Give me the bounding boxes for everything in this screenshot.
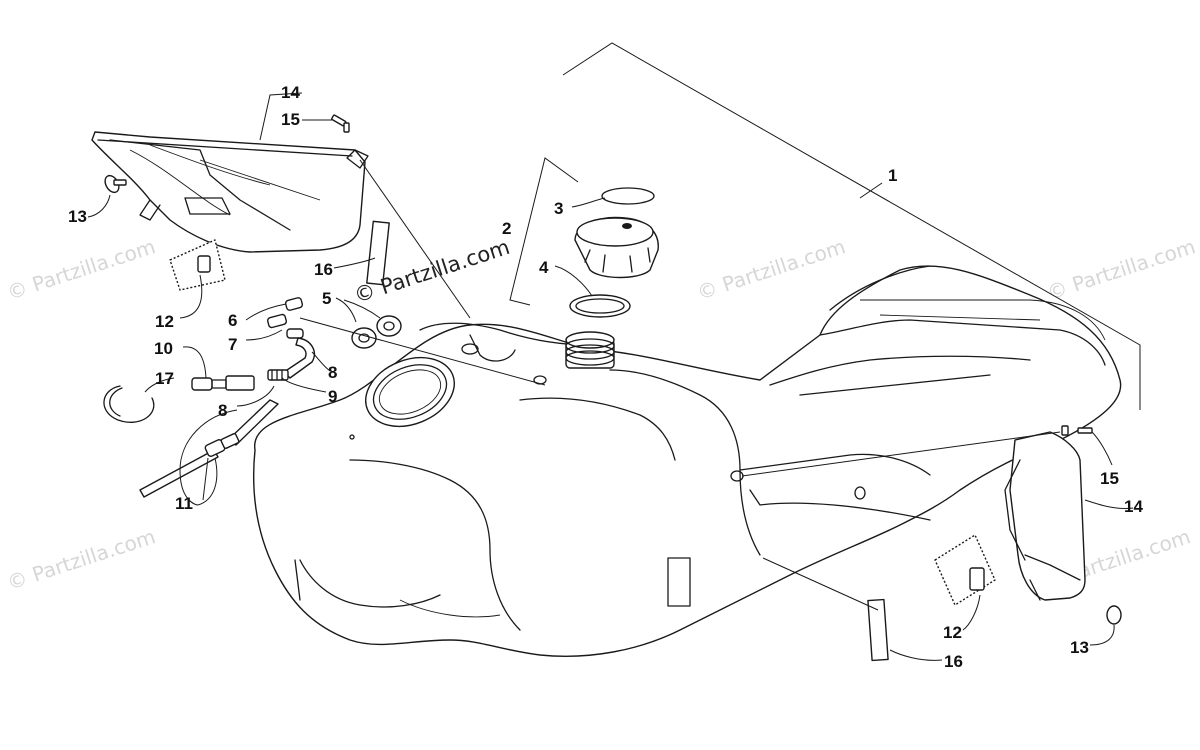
callout-1: 1 [888,166,897,185]
callout-14: 14 [1124,497,1143,516]
fuel-filter [204,433,240,457]
cap-seal-ring [601,187,655,205]
push-rivet [1106,605,1122,625]
callout-6: 6 [228,311,237,330]
subassembly-bracket [509,157,579,306]
push-rivet [104,174,127,194]
foam-pad [867,598,889,662]
callout-14: 14 [281,83,300,102]
spring-clip [103,385,155,423]
watermark: © Partzilla.com [694,234,848,305]
mount-hole [854,486,866,500]
foam-pad [366,220,390,286]
gas-cap [574,216,659,279]
right-side-panel [1004,431,1086,601]
callout-9: 9 [328,387,337,406]
callout-2: 2 [502,219,511,238]
screw [331,114,350,133]
callout-labels: 1 2 3 4 5 6 7 8 8 9 10 11 12 12 13 13 14… [68,83,1143,671]
callout-13: 13 [68,207,87,226]
callout-15: 15 [1100,469,1119,488]
leader-lines [87,92,1134,661]
callout-17: 17 [155,369,174,388]
callout-10: 10 [154,339,173,358]
callout-3: 3 [554,199,563,218]
assembly-bracket [562,42,1141,410]
watermark: © Partzilla.com [4,524,158,595]
callout-15: 15 [281,110,300,129]
callout-12: 12 [943,623,962,642]
gasket [569,294,631,318]
filler-neck [565,331,615,369]
callout-16: 16 [944,652,963,671]
callout-4: 4 [539,258,549,277]
callout-7: 7 [228,335,237,354]
connector [191,375,255,391]
callout-13: 13 [1070,638,1089,657]
callout-5: 5 [322,289,331,308]
watermark: © Partzilla.com [4,234,158,305]
callout-12: 12 [155,312,174,331]
tank-pad [667,557,691,607]
watermark: © Partzilla.com [1044,234,1198,305]
grommets [351,315,402,349]
hose-clamp [267,369,289,381]
callout-11: 11 [175,494,193,513]
callout-16: 16 [314,260,333,279]
fuel-hoses [139,337,316,498]
fittings [266,297,304,339]
screw [1061,425,1093,436]
left-mount-bracket [169,239,226,291]
fuel-pump-opening [364,356,456,428]
left-side-panel [91,131,369,253]
right-mount-bracket [934,534,996,606]
callout-8: 8 [218,401,227,420]
callout-8: 8 [328,363,337,382]
